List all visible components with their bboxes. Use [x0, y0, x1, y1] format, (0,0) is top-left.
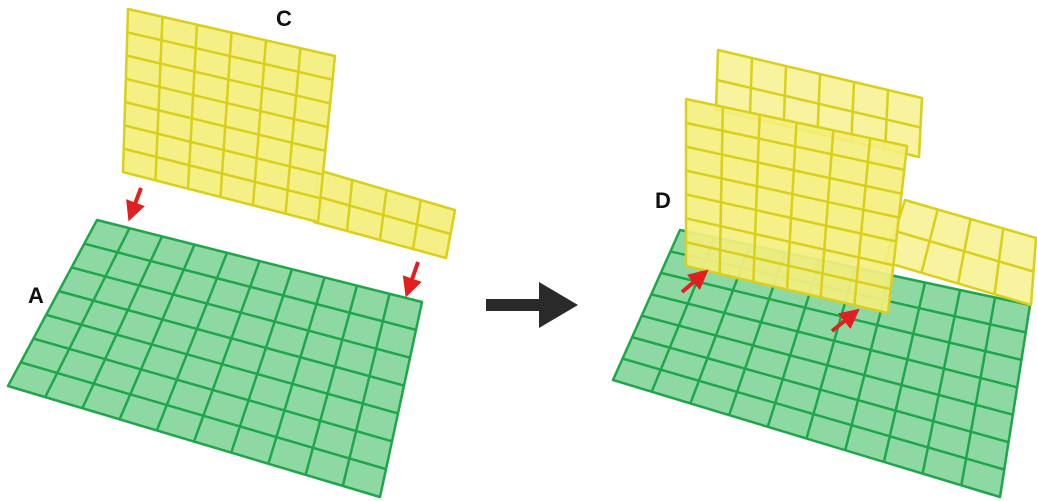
grid-line [45, 313, 399, 415]
label-d: D [655, 188, 671, 213]
yellow-sheet-c-tab-grid [315, 179, 451, 250]
green-sheet-a [6, 218, 424, 499]
label-c: C [276, 6, 292, 31]
grid-line [123, 147, 321, 200]
yellow-back-tab-grid [894, 209, 1034, 295]
grid-line [819, 130, 835, 298]
grid-line [71, 266, 411, 359]
green-sheet-a-grid [20, 227, 417, 487]
grid-line [230, 268, 294, 453]
grid-line [81, 235, 164, 409]
grid-line [960, 297, 997, 486]
grid-line [154, 16, 164, 181]
grid-line [284, 48, 302, 214]
yellow-sheet-d [684, 97, 909, 315]
label-a: A [28, 283, 44, 308]
grid-line [853, 138, 872, 306]
grid-line [315, 194, 451, 236]
grid-line [622, 357, 1005, 471]
yellow-sheet-c-tall-fill [121, 7, 337, 224]
grid-line [251, 40, 268, 206]
grid-line [44, 227, 131, 398]
grid-line [124, 100, 326, 153]
grid-line [192, 260, 261, 442]
grid-line [304, 285, 359, 476]
grid-line [267, 277, 326, 465]
grid-line [155, 252, 229, 431]
grid-line [631, 335, 1009, 444]
grid-line [33, 337, 393, 443]
yellow-sheet-c-tall-grid [123, 16, 333, 214]
yellow-sheet-d-grid [685, 106, 905, 306]
grid-line [716, 78, 921, 129]
grid-line [718, 106, 725, 274]
grid-line [685, 217, 894, 267]
grid-line [685, 240, 891, 291]
yellow-sheet-c [121, 7, 457, 260]
grid-line [752, 114, 761, 282]
red-arrow-icon [830, 308, 860, 333]
grid-line [685, 169, 900, 219]
grid-line [125, 77, 329, 129]
grid-line [341, 293, 391, 487]
grid-line [118, 244, 196, 420]
grid-line [186, 24, 199, 189]
red-arrow-icon [680, 269, 709, 294]
grid-line [219, 32, 233, 198]
grid-line [894, 229, 1034, 273]
right-arrow-icon [486, 282, 578, 328]
grid-line [20, 361, 387, 471]
grid-line [58, 289, 405, 387]
grid-line [882, 282, 927, 463]
grid-line [126, 54, 331, 105]
grid-line [685, 193, 897, 243]
red-arrow-icon [126, 187, 145, 222]
green-sheet-a-fill [6, 218, 424, 499]
grid-line [650, 293, 1018, 389]
grid-line [83, 242, 417, 332]
grid-line [124, 124, 324, 176]
yellow-back-wall-grid [716, 57, 921, 150]
grid-line [921, 289, 962, 474]
grid-line [685, 121, 905, 172]
grid-line [685, 145, 902, 195]
grid-line [641, 314, 1014, 416]
grid-line [127, 31, 333, 81]
red-arrow-icon [402, 261, 422, 298]
grid-line [785, 122, 798, 290]
yellow-back-wall [714, 48, 1037, 307]
